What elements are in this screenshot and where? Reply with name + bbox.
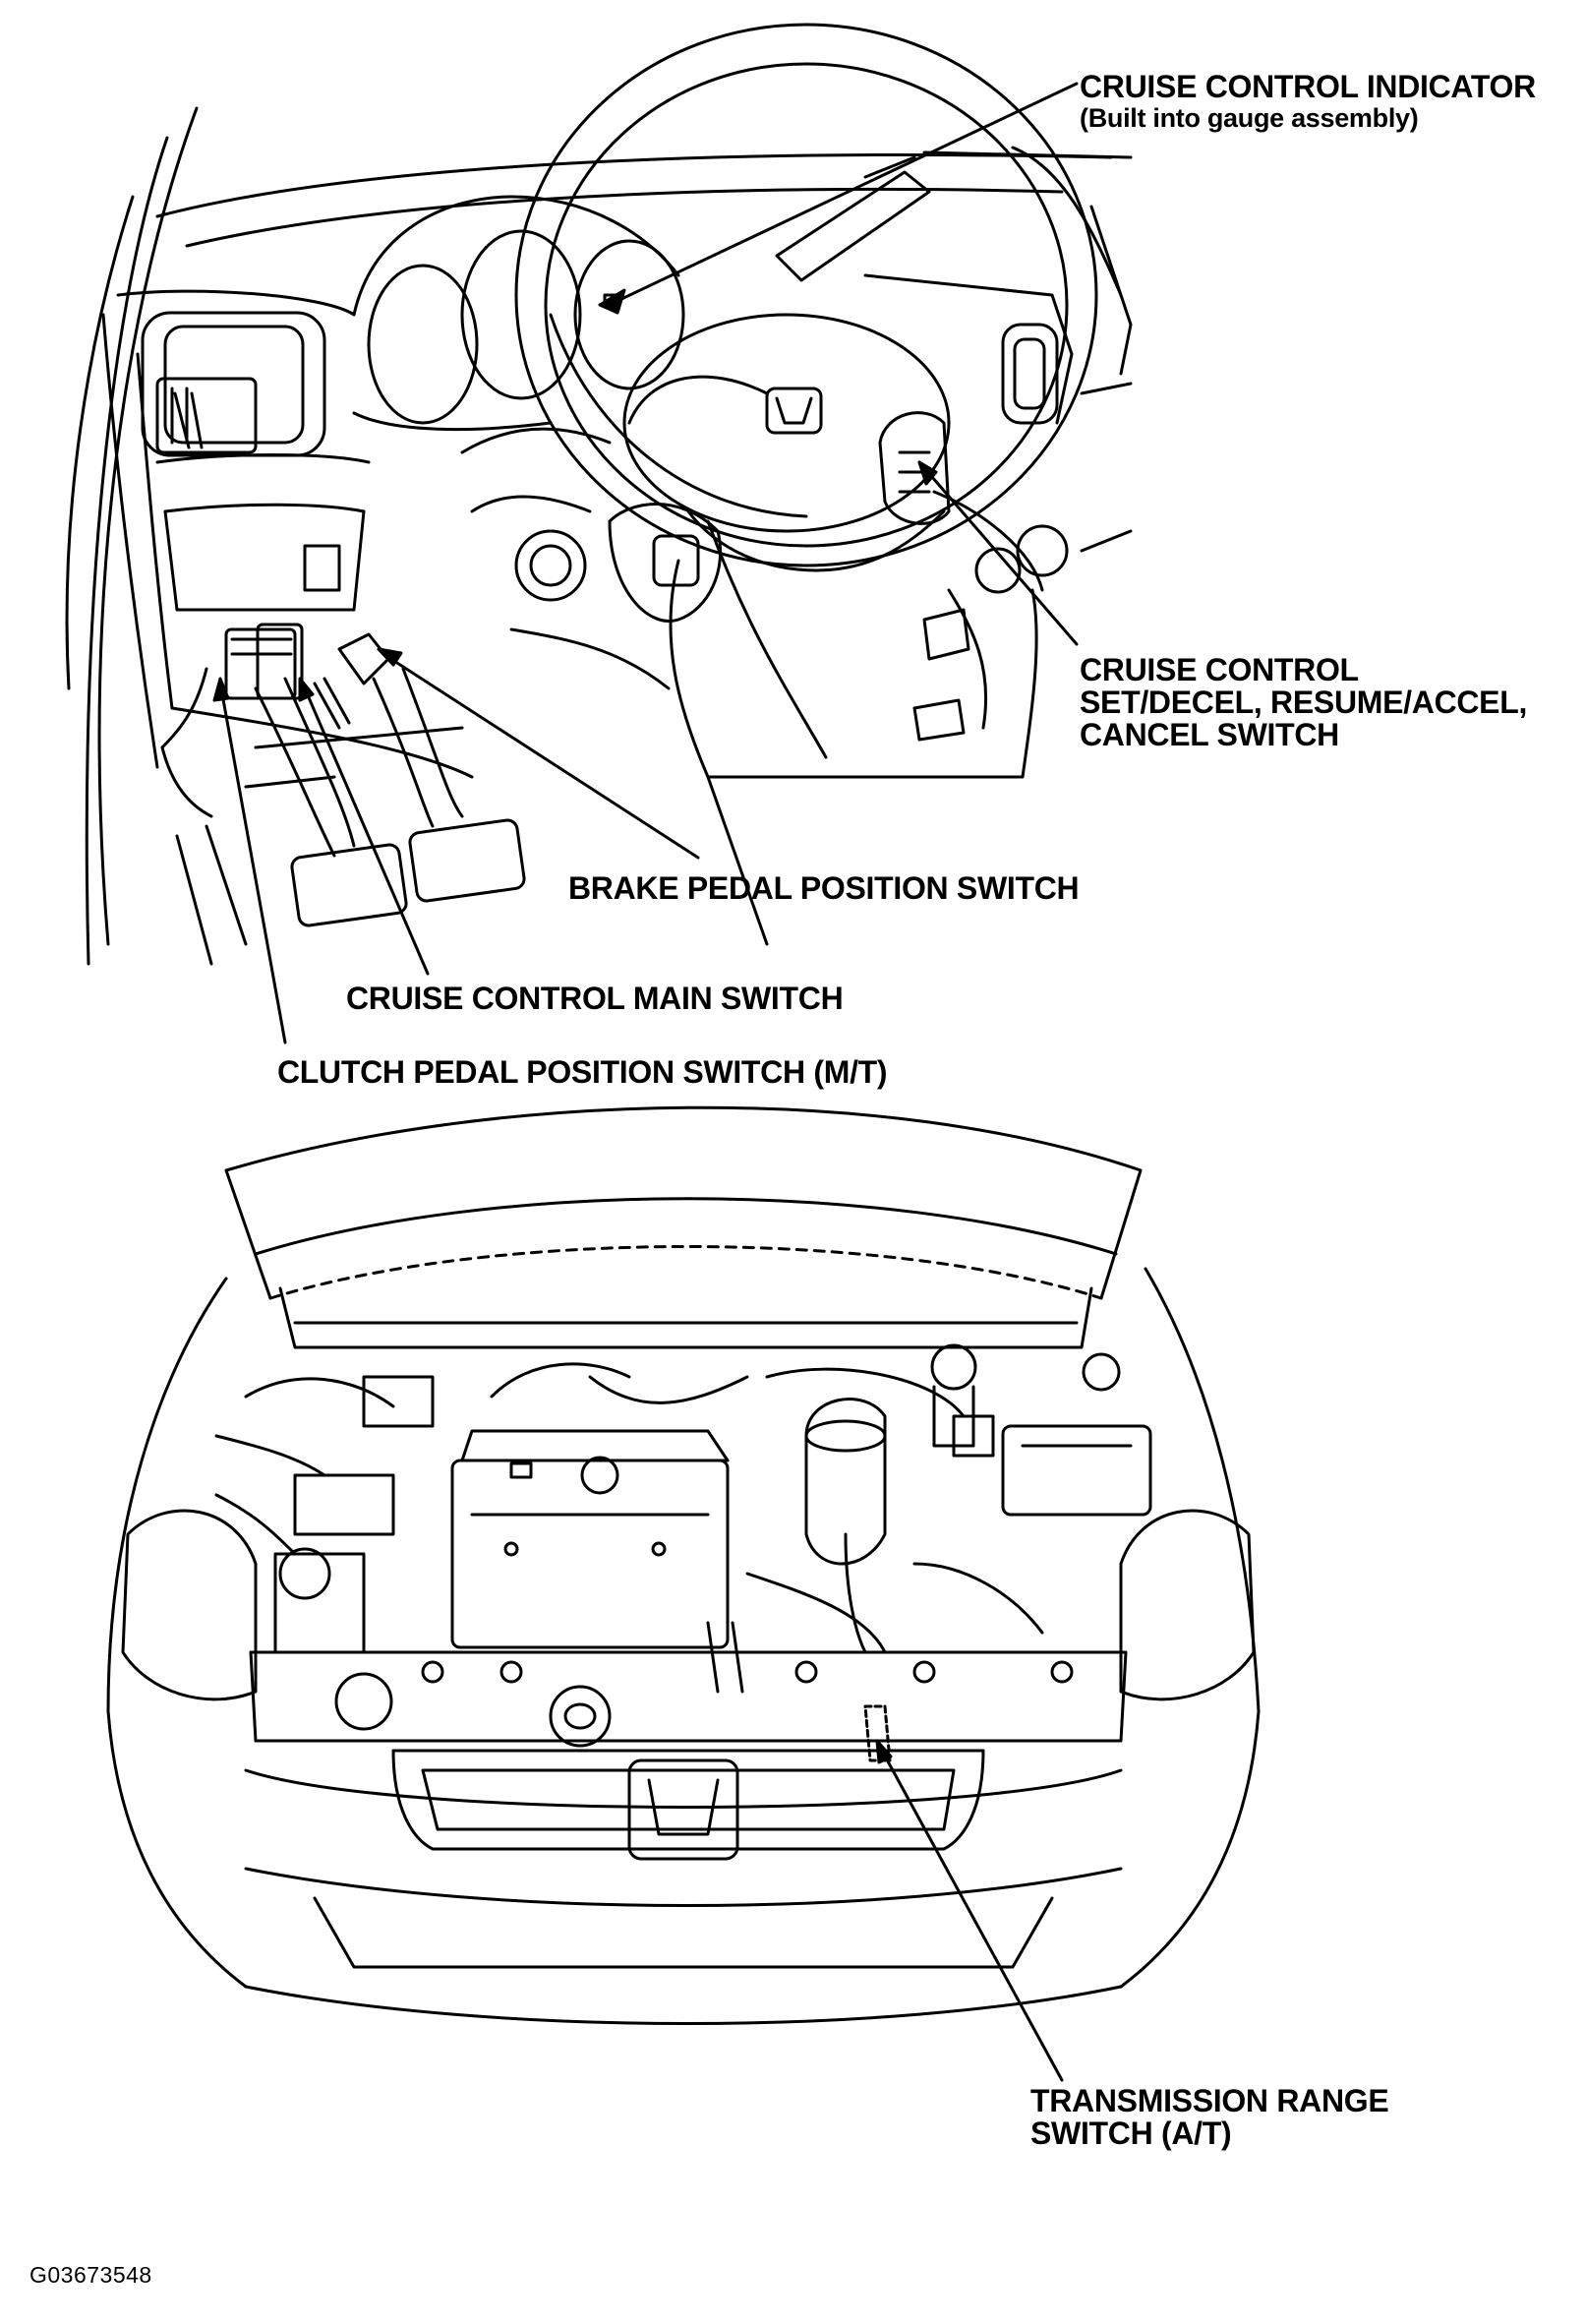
label-transmission-range-switch: TRANSMISSION RANGE SWITCH (A/T) [1030, 2083, 1389, 2151]
label-transmission-line2: SWITCH (A/T) [1030, 2115, 1232, 2151]
label-transmission-line1: TRANSMISSION RANGE [1030, 2083, 1389, 2118]
leader-clutch [219, 686, 287, 1044]
label-set-switch-line3: CANCEL SWITCH [1080, 717, 1339, 752]
label-cruise-control-indicator: CRUISE CONTROL INDICATOR (Built into gau… [1080, 71, 1536, 134]
leader-main-switch [303, 686, 430, 976]
leader-set-switch [917, 460, 1079, 646]
label-set-switch-line2: SET/DECEL, RESUME/ACCEL, [1080, 685, 1528, 720]
engine-bay-illustration [106, 1105, 1261, 2082]
figure-id: G03673548 [29, 2262, 152, 2288]
leader-brake [382, 652, 700, 860]
leader-indicator [617, 82, 1079, 302]
label-cruise-control-set-switch: CRUISE CONTROL SET/DECEL, RESUME/ACCEL, … [1080, 654, 1527, 751]
label-cruise-control-main-switch: CRUISE CONTROL MAIN SWITCH [346, 981, 844, 1016]
dashboard-illustration [65, 23, 1133, 1044]
label-set-switch-line1: CRUISE CONTROL [1080, 652, 1359, 687]
leader-transmission [880, 1749, 1064, 2082]
label-brake-pedal-position-switch: BRAKE PEDAL POSITION SWITCH [568, 870, 1080, 906]
label-cruise-indicator-line1: CRUISE CONTROL INDICATOR [1080, 69, 1536, 104]
label-cruise-indicator-line2: (Built into gauge assembly) [1080, 103, 1419, 133]
label-clutch-pedal-position-switch: CLUTCH PEDAL POSITION SWITCH (M/T) [277, 1054, 888, 1090]
